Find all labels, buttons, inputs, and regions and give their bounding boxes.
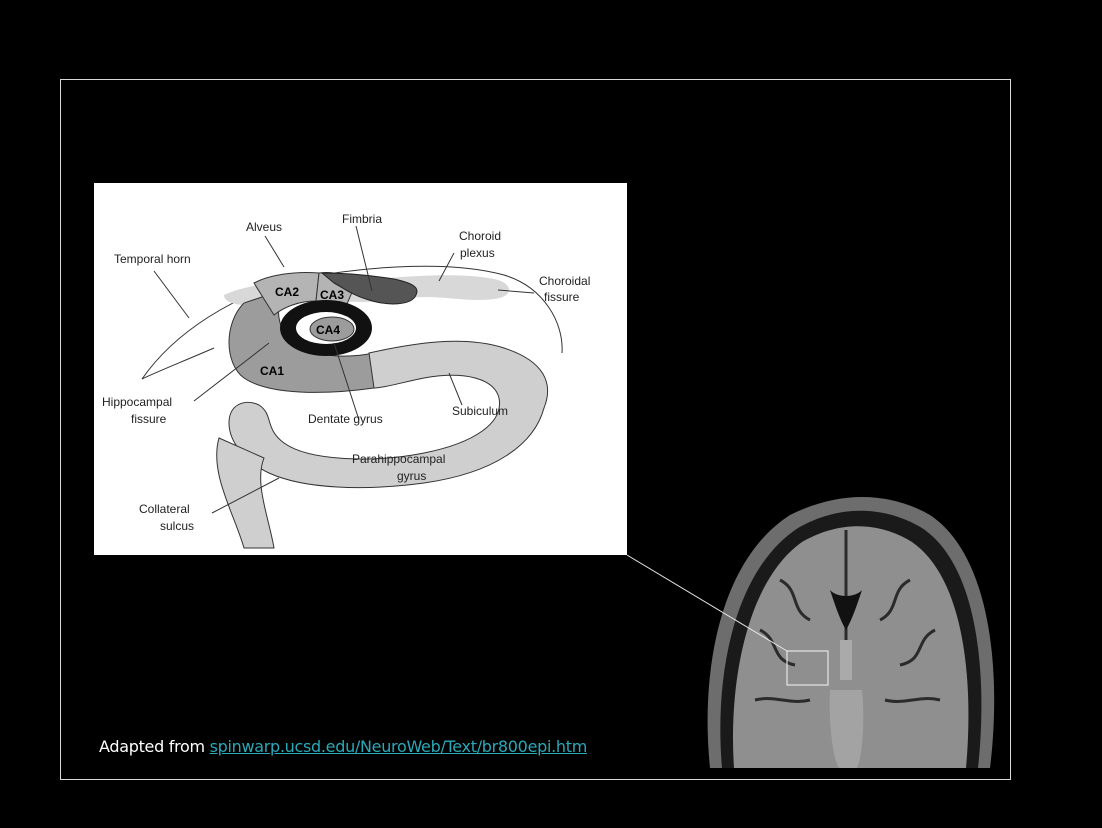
label-parahippocampal-2: gyrus: [397, 469, 426, 483]
label-choroid-plexus-2: plexus: [460, 246, 495, 260]
label-ca1: CA1: [260, 364, 284, 378]
label-hippocampal-fissure-1: Hippocampal: [102, 395, 172, 409]
label-ca2: CA2: [275, 285, 299, 299]
source-caption: Adapted from spinwarp.ucsd.edu/NeuroWeb/…: [99, 737, 640, 756]
source-link[interactable]: spinwarp.ucsd.edu/NeuroWeb/Text/br800epi…: [210, 737, 587, 756]
label-parahippocampal-1: Parahippocampal: [352, 452, 445, 466]
mri-brain-image: [690, 470, 1002, 768]
label-ca4: CA4: [316, 323, 340, 337]
label-collateral-1: Collateral: [139, 502, 190, 516]
label-choroidal-fissure-1: Choroidal: [539, 274, 590, 288]
hippocampus-diagram: Alveus Fimbria Choroid plexus Temporal h…: [94, 183, 627, 555]
label-subiculum: Subiculum: [452, 404, 508, 418]
label-alveus: Alveus: [246, 220, 282, 234]
label-ca3: CA3: [320, 288, 344, 302]
label-choroid-plexus-1: Choroid: [459, 229, 501, 243]
label-choroidal-fissure-2: fissure: [544, 290, 580, 304]
label-collateral-2: sulcus: [160, 519, 194, 533]
label-dentate-gyrus: Dentate gyrus: [308, 412, 383, 426]
label-temporal-horn: Temporal horn: [114, 252, 191, 266]
label-fimbria: Fimbria: [342, 212, 382, 226]
caption-prefix: Adapted from: [99, 737, 210, 756]
label-hippocampal-fissure-2: fissure: [131, 412, 167, 426]
